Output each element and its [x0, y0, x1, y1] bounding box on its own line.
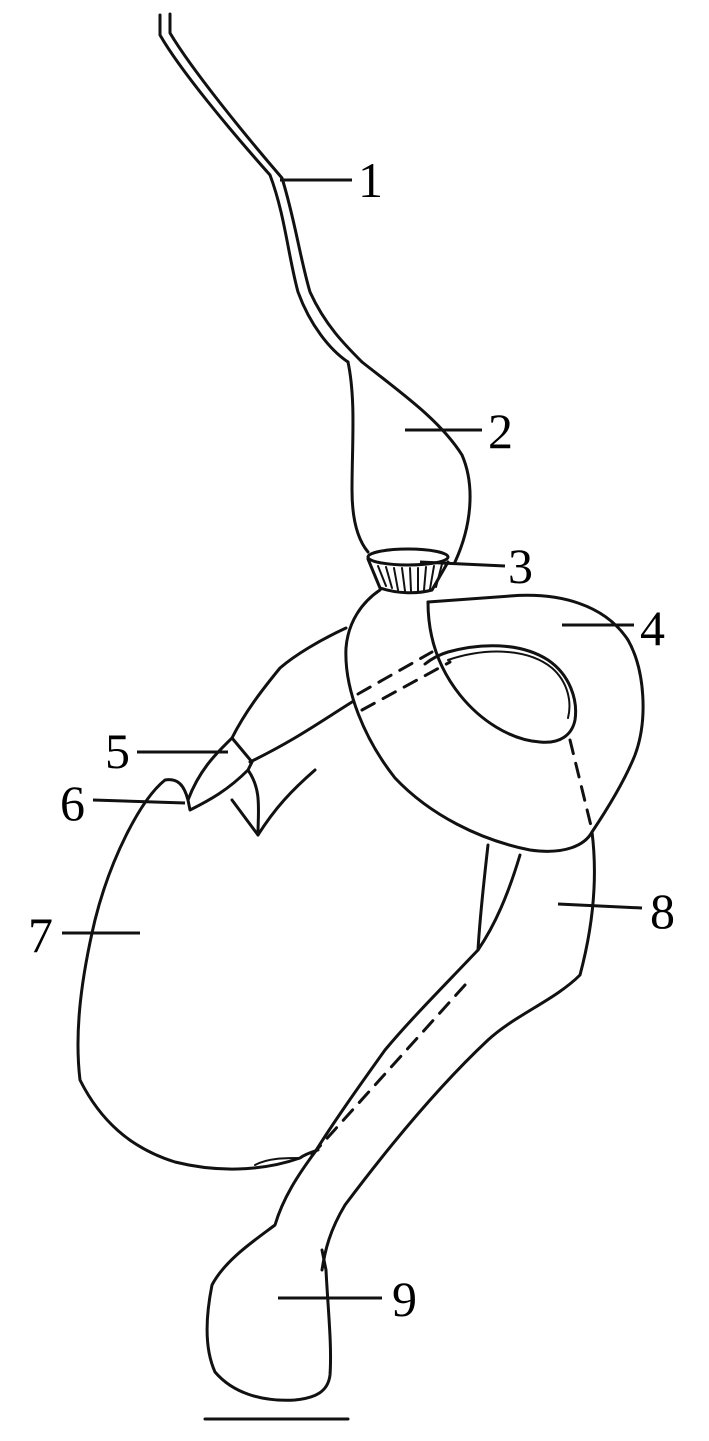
callout-numbers: 1 2 3 4 5 6 7 8 9 [28, 152, 675, 1327]
label-1: 1 [358, 152, 383, 208]
sac-fold [254, 1157, 301, 1166]
duct [158, 12, 364, 364]
duct-right-wall [168, 12, 364, 364]
tube-left [313, 843, 490, 1154]
label-6: 6 [60, 775, 85, 831]
leader-6 [92, 798, 186, 805]
loop-inner [423, 600, 578, 744]
hidden-edge-4 [310, 983, 467, 1157]
label-4: 4 [640, 600, 665, 656]
arm-stub [256, 768, 317, 837]
duct-left-wall [158, 13, 350, 364]
descending-tube [310, 830, 596, 1272]
loop-inner-wall [447, 650, 571, 719]
valve-top [366, 547, 450, 567]
hidden-edge-1 [356, 650, 434, 696]
hidden-edge-2 [360, 660, 452, 712]
leader-3 [419, 560, 506, 568]
bulb-end [205, 1150, 333, 1402]
branch-arm [186, 626, 354, 837]
large-sac [76, 778, 320, 1171]
valve-ring [366, 547, 450, 595]
leader-lines [62, 178, 643, 1300]
arm-lower [248, 700, 354, 764]
arm-upper [230, 626, 348, 740]
label-7: 7 [28, 907, 53, 963]
valve-ridges [377, 563, 443, 592]
label-8: 8 [650, 883, 675, 939]
chamber [346, 360, 472, 564]
coiled-loop [344, 588, 645, 853]
tube-right [320, 830, 596, 1272]
leader-8 [557, 902, 643, 910]
hidden-edge-3 [568, 738, 594, 832]
label-3: 3 [508, 538, 533, 594]
valve-band [366, 557, 450, 595]
tube-inner [476, 853, 522, 952]
label-2: 2 [488, 403, 513, 459]
label-9: 9 [392, 1271, 417, 1327]
loop-outer [344, 588, 645, 853]
label-5: 5 [105, 723, 130, 779]
